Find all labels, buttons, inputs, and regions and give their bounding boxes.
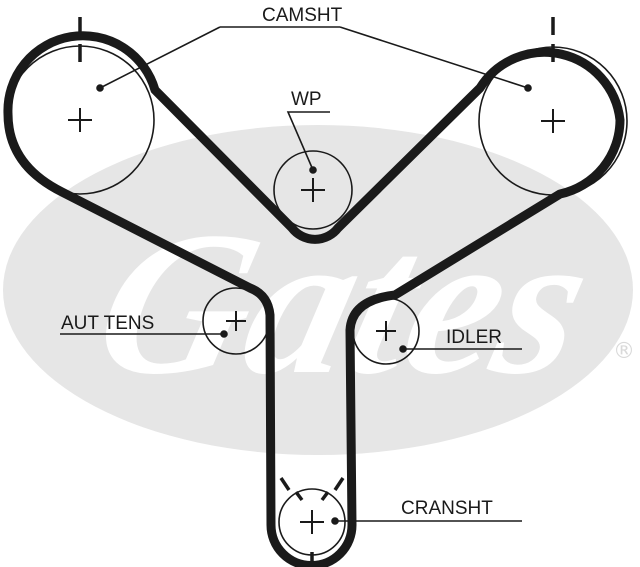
watermark-brand-text: Gates bbox=[77, 191, 612, 418]
water-pump-label: WP bbox=[291, 89, 322, 110]
auto-tensioner-label: AUT TENS bbox=[61, 313, 154, 334]
water-pump-pulley bbox=[273, 150, 353, 230]
camshaft-label: CAMSHT bbox=[262, 5, 343, 26]
auto-tensioner-pulley bbox=[202, 287, 270, 355]
idler-label: IDLER bbox=[446, 327, 502, 348]
left-camshaft-pulley bbox=[5, 17, 155, 195]
crankshaft-pulley bbox=[278, 477, 346, 566]
leader-lines bbox=[60, 26, 532, 525]
timing-belt bbox=[3, 31, 625, 567]
gates-watermark-logo: Gates ® bbox=[3, 125, 635, 455]
crankshaft-label: CRANSHT bbox=[401, 498, 493, 519]
right-camshaft-pulley bbox=[478, 17, 628, 196]
watermark-registered-mark: ® bbox=[613, 339, 635, 364]
crankshaft-timing-marks bbox=[279, 477, 345, 566]
idler-pulley bbox=[352, 297, 420, 365]
